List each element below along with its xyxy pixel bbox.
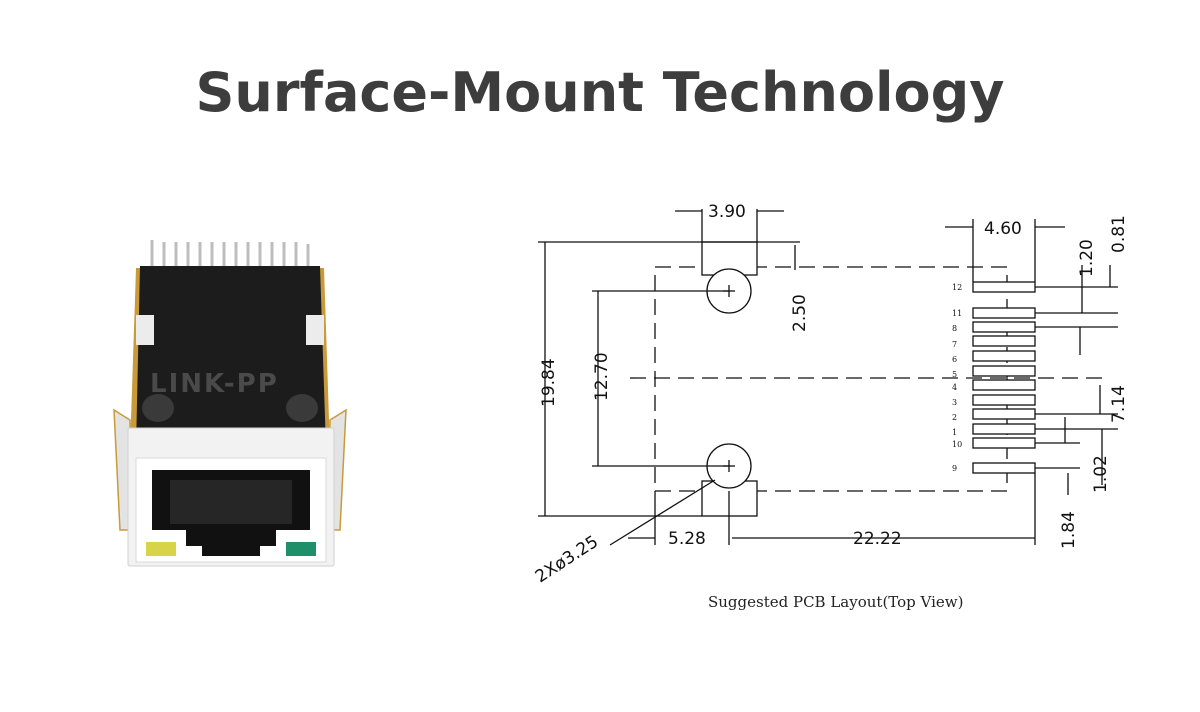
dim-pin-span: 7.14 <box>1109 385 1129 423</box>
left-clip <box>136 315 154 345</box>
pin-label: 3 <box>952 398 957 407</box>
dim-hole-spacing: 12.70 <box>592 352 612 401</box>
pcb-layout-drawing: 3.90 4.60 1.20 0.81 2.50 19.84 12.70 7.1… <box>532 202 1129 587</box>
pin-label: 1 <box>952 428 957 437</box>
top-pins <box>150 240 310 268</box>
pin-label: 9 <box>952 464 957 473</box>
dim-pin-gap: 1.02 <box>1091 455 1111 493</box>
pin-label: 5 <box>952 370 957 379</box>
pin-label: 6 <box>952 355 957 364</box>
pin-pads <box>972 281 1036 474</box>
dim-right-pad-width: 4.60 <box>984 219 1022 239</box>
pin-label: 2 <box>952 413 957 422</box>
left-post <box>142 394 174 422</box>
dim-overall-height: 19.84 <box>539 358 559 407</box>
rj45-jack-illustration: LINK-PP <box>113 240 347 567</box>
dim-hole-to-edge: 5.28 <box>668 529 706 549</box>
led-right <box>286 542 316 556</box>
pin-label: 7 <box>952 340 957 349</box>
dim-pin-offset: 1.84 <box>1059 511 1079 549</box>
right-post <box>286 394 318 422</box>
pin-label: 8 <box>952 324 957 333</box>
drawing-caption: Suggested PCB Layout(Top View) <box>708 593 964 611</box>
dim-pad-offset: 2.50 <box>790 294 810 332</box>
pin-label: 4 <box>952 383 957 392</box>
dim-hole-to-pins: 22.22 <box>853 529 902 549</box>
dim-top-pad-width: 3.90 <box>708 202 746 222</box>
right-clip <box>306 315 324 345</box>
dim-pin-pitch-b: 0.81 <box>1109 215 1129 253</box>
page-title: Surface-Mount Technology <box>195 61 1005 124</box>
pin-label: 11 <box>952 309 962 318</box>
brand-watermark: LINK-PP <box>150 369 279 399</box>
jack-body <box>136 266 326 448</box>
pin-labels: 12 11 8 7 6 5 4 3 2 1 10 9 <box>952 283 962 473</box>
dim-pin-pitch-a: 1.20 <box>1077 239 1097 277</box>
led-left <box>146 542 176 556</box>
pin-label: 12 <box>952 283 962 292</box>
port-inner <box>170 480 292 524</box>
footprint-outline <box>654 266 1008 492</box>
dim-hole-diameter: 2Xø3.25 <box>532 532 602 587</box>
pin-label: 10 <box>952 440 962 449</box>
